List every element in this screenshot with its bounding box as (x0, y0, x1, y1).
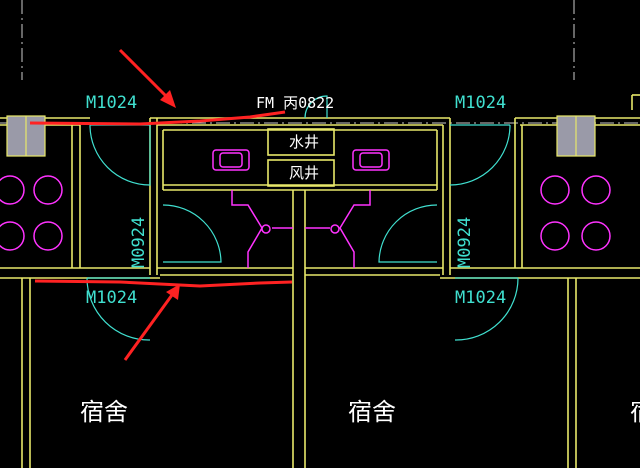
doors (86, 95, 519, 341)
fire-door-tag: FM 丙0822 (256, 94, 334, 112)
red-annotation-line (34, 279, 293, 288)
room-label-middle: 宿舍 (348, 398, 396, 426)
room-label-right: 宿 (630, 398, 640, 426)
red-arrow-head (160, 90, 176, 108)
red-arrow-shaft (118, 48, 172, 102)
door-tag-bottom-right: M1024 (455, 288, 506, 308)
air-shaft-box (267, 159, 335, 187)
red-annotation-line (29, 110, 286, 126)
room-label-left: 宿舍 (80, 398, 128, 426)
water-shaft-label: 水井 (289, 133, 319, 151)
door-tag-top-right: M1024 (455, 93, 506, 113)
red-arrow-head (166, 284, 180, 300)
door-tag-side-left: M0924 (129, 217, 149, 268)
door-tag-bottom-left: M1024 (86, 288, 137, 308)
water-shaft-box (267, 128, 335, 156)
door-tag-top-left: M1024 (86, 93, 137, 113)
red-arrow-shaft (123, 294, 174, 361)
door-tag-side-right: M0924 (455, 217, 475, 268)
sanitary-fixtures (0, 149, 611, 268)
air-shaft-label: 风井 (289, 164, 319, 182)
red-markup (29, 48, 293, 361)
